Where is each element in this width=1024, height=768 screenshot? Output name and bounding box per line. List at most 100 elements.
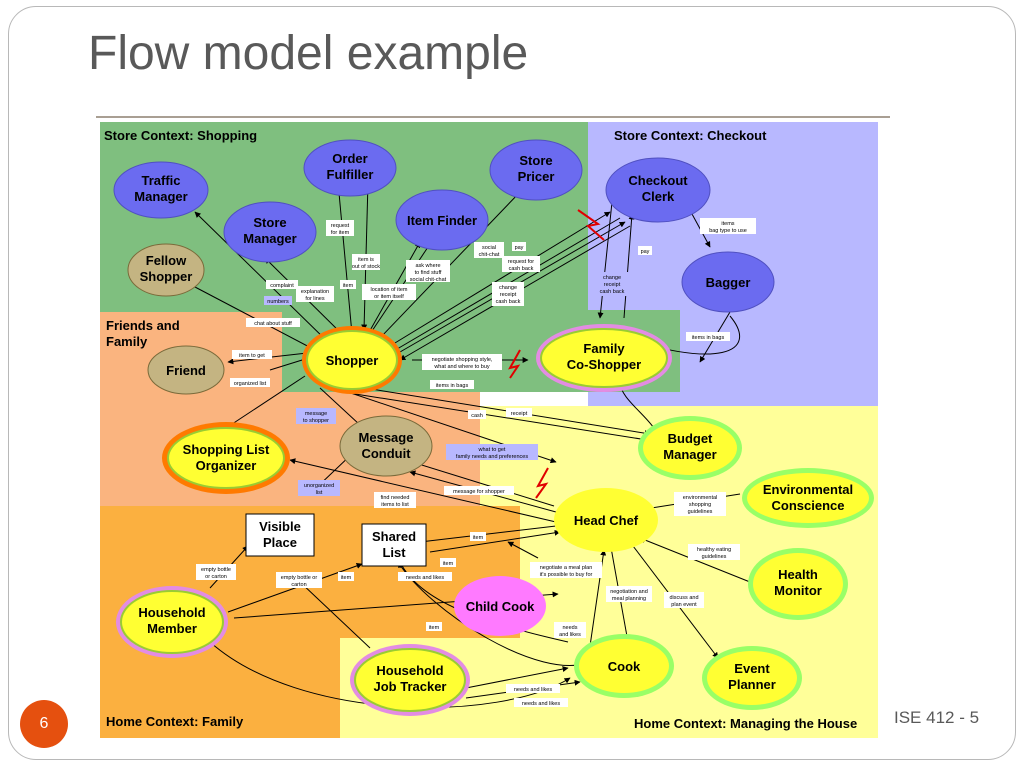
svg-text:complaint: complaint (270, 283, 294, 289)
flow-label-pay-clerk: pay (638, 246, 652, 255)
svg-text:environmental: environmental (683, 495, 718, 501)
svg-text:Order: Order (332, 151, 367, 166)
breakdown-bolt-checkout (577, 209, 605, 241)
node-visible-place: Visible Place (245, 513, 315, 557)
svg-text:item: item (473, 535, 484, 541)
svg-text:Shopper: Shopper (140, 269, 193, 284)
svg-text:healthy eating: healthy eating (697, 547, 731, 553)
node-traffic-manager: Traffic Manager (113, 161, 209, 219)
breakdown-bolt-coshopper (508, 349, 521, 379)
node-health-monitor: Health Monitor (748, 548, 848, 620)
flow-label-needs-likes-job1: needs and likes (506, 684, 560, 693)
svg-text:meal planning: meal planning (612, 596, 646, 602)
svg-text:unorganized: unorganized (304, 483, 334, 489)
svg-text:Fellow: Fellow (146, 253, 187, 268)
svg-text:item to get: item to get (239, 353, 265, 359)
svg-text:items: items (721, 221, 734, 227)
svg-text:receipt: receipt (604, 282, 621, 288)
svg-text:Bagger: Bagger (706, 275, 751, 290)
svg-text:negotiate a meal plan: negotiate a meal plan (540, 565, 593, 571)
flow-label-message-for-shopper: message for shopper (444, 486, 514, 495)
svg-text:Family: Family (583, 341, 625, 356)
svg-text:receipt: receipt (500, 292, 517, 298)
node-order-fulfiller: Order Fulfiller (303, 139, 397, 197)
svg-text:change: change (499, 285, 517, 291)
svg-text:Organizer: Organizer (196, 458, 257, 473)
svg-text:ask where: ask where (415, 263, 440, 269)
svg-text:needs: needs (563, 625, 578, 631)
svg-text:List: List (382, 545, 406, 560)
svg-text:social: social (482, 245, 496, 251)
svg-text:social chit-chat: social chit-chat (410, 277, 447, 283)
flow-label-item: item (340, 280, 356, 289)
svg-text:items in bags: items in bags (692, 335, 725, 341)
svg-text:Manager: Manager (663, 447, 716, 462)
svg-text:items in bags: items in bags (436, 383, 469, 389)
svg-text:needs and likes: needs and likes (514, 687, 552, 693)
svg-text:Item Finder: Item Finder (407, 213, 477, 228)
svg-text:to shopper: to shopper (303, 418, 329, 424)
svg-text:Checkout: Checkout (628, 173, 688, 188)
svg-text:guidelines: guidelines (702, 554, 727, 560)
flow-label-item-cook: item (426, 622, 442, 631)
context-label-friends-2: Family (106, 334, 148, 349)
svg-text:item: item (429, 625, 440, 631)
slide-number-badge: 6 (20, 700, 68, 748)
svg-text:receipt: receipt (511, 411, 528, 417)
flow-label-negotiate-style: negotiate shopping style,what and where … (422, 354, 502, 370)
svg-text:numbers: numbers (267, 299, 289, 305)
svg-text:Monitor: Monitor (774, 583, 822, 598)
svg-text:empty bottle: empty bottle (201, 567, 231, 573)
node-fellow-shopper: Fellow Shopper (127, 243, 205, 297)
context-label-managing-house: Home Context: Managing the House (634, 716, 857, 731)
svg-text:Conscience: Conscience (772, 498, 845, 513)
svg-text:Health: Health (778, 567, 818, 582)
svg-text:Place: Place (263, 535, 297, 550)
svg-text:Cook: Cook (608, 659, 641, 674)
flow-label-complaint: complaint (266, 280, 298, 289)
svg-text:or carton: or carton (205, 574, 227, 580)
svg-text:Child Cook: Child Cook (466, 599, 535, 614)
node-message-conduit: Message Conduit (339, 415, 433, 477)
svg-text:Fulfiller: Fulfiller (327, 167, 374, 182)
svg-text:Shared: Shared (372, 529, 416, 544)
svg-text:discuss and: discuss and (669, 595, 698, 601)
breakdown-bolt-headchef (535, 467, 549, 499)
svg-text:Manager: Manager (134, 189, 187, 204)
svg-text:needs and likes: needs and likes (522, 701, 560, 707)
flow-label-needs-likes-job2: needs and likes (514, 698, 568, 707)
svg-text:Shopper: Shopper (326, 353, 379, 368)
svg-text:Store: Store (253, 215, 286, 230)
svg-text:item: item (343, 283, 354, 289)
svg-text:cash back: cash back (496, 299, 521, 305)
svg-text:find needed: find needed (381, 495, 410, 501)
svg-text:message for shopper: message for shopper (453, 489, 505, 495)
flow-label-item-child: item (440, 558, 456, 567)
svg-text:plan event: plan event (671, 602, 697, 608)
svg-text:list: list (316, 490, 323, 496)
node-bagger: Bagger (681, 251, 775, 313)
node-shared-list: Shared List (361, 523, 427, 567)
svg-text:chit-chat: chit-chat (479, 252, 500, 258)
slide-title: Flow model example (88, 27, 529, 80)
svg-text:or item itself: or item itself (374, 294, 404, 300)
svg-text:Clerk: Clerk (642, 189, 675, 204)
svg-text:Shopping List: Shopping List (183, 442, 270, 457)
node-store-pricer: Store Pricer (489, 139, 583, 201)
svg-text:pay: pay (641, 249, 650, 255)
svg-text:Budget: Budget (668, 431, 713, 446)
svg-text:carton: carton (291, 582, 306, 588)
title-divider (96, 116, 890, 118)
svg-text:Conduit: Conduit (361, 446, 411, 461)
svg-text:what and where to buy: what and where to buy (433, 364, 490, 370)
